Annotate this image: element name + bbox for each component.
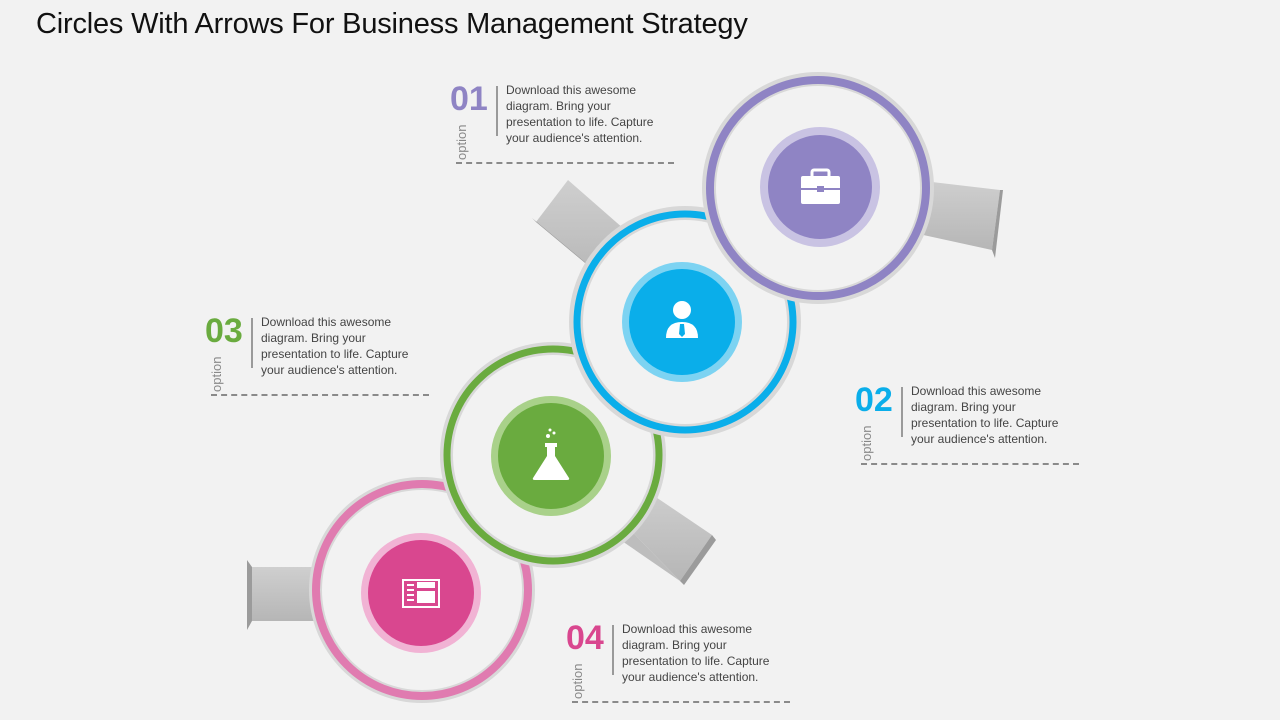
step-label: option — [859, 425, 874, 461]
divider — [901, 387, 903, 437]
page-title: Circles With Arrows For Business Managem… — [36, 8, 748, 40]
dashed-rule — [211, 394, 429, 396]
step-number: 04 — [566, 619, 604, 657]
step-description: Download this awesome diagram. Bring you… — [261, 315, 409, 377]
step-number: 01 — [450, 80, 488, 118]
disc-02 — [622, 262, 742, 382]
flask-icon — [532, 428, 570, 480]
step-number: 02 — [855, 381, 893, 419]
disc-03 — [491, 396, 611, 516]
callout-02: 02 option Download this awesome diagram.… — [855, 381, 1079, 473]
step-description: Download this awesome diagram. Bring you… — [622, 622, 770, 684]
dashed-rule — [572, 701, 790, 703]
step-label: option — [454, 124, 469, 160]
step-number: 03 — [205, 312, 243, 350]
briefcase-icon — [801, 168, 840, 204]
step-description: Download this awesome diagram. Bring you… — [911, 384, 1059, 446]
step-label: option — [209, 356, 224, 392]
callout-01: 01 option Download this awesome diagram.… — [450, 80, 674, 172]
businessman-icon — [666, 301, 698, 338]
divider — [612, 625, 614, 675]
dashed-rule — [861, 463, 1079, 465]
disc-04 — [361, 533, 481, 653]
newspaper-icon — [402, 579, 440, 608]
callout-04: 04 option Download this awesome diagram.… — [566, 619, 790, 711]
dashed-rule — [456, 162, 674, 164]
step-label: option — [570, 663, 585, 699]
divider — [496, 86, 498, 136]
disc-01 — [760, 127, 880, 247]
divider — [251, 318, 253, 368]
callout-03: 03 option Download this awesome diagram.… — [205, 312, 429, 404]
step-description: Download this awesome diagram. Bring you… — [506, 83, 654, 145]
